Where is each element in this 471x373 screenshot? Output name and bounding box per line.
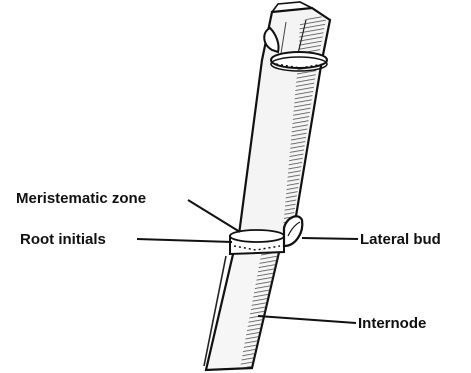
- label-root-initials: Root initials: [20, 231, 106, 248]
- lower-node: [230, 230, 284, 254]
- lateral-bud-shape: [284, 216, 302, 246]
- upper-stem: [238, 2, 330, 242]
- lower-stem: [204, 248, 280, 370]
- meristematic-zone-leader: [188, 200, 240, 232]
- label-internode: Internode: [358, 315, 426, 332]
- lateral-bud-leader: [302, 238, 358, 239]
- internode-leader: [258, 316, 356, 323]
- label-lateral-bud: Lateral bud: [360, 231, 441, 248]
- label-meristematic-zone: Meristematic zone: [16, 190, 146, 207]
- root-initials-leader: [137, 239, 232, 242]
